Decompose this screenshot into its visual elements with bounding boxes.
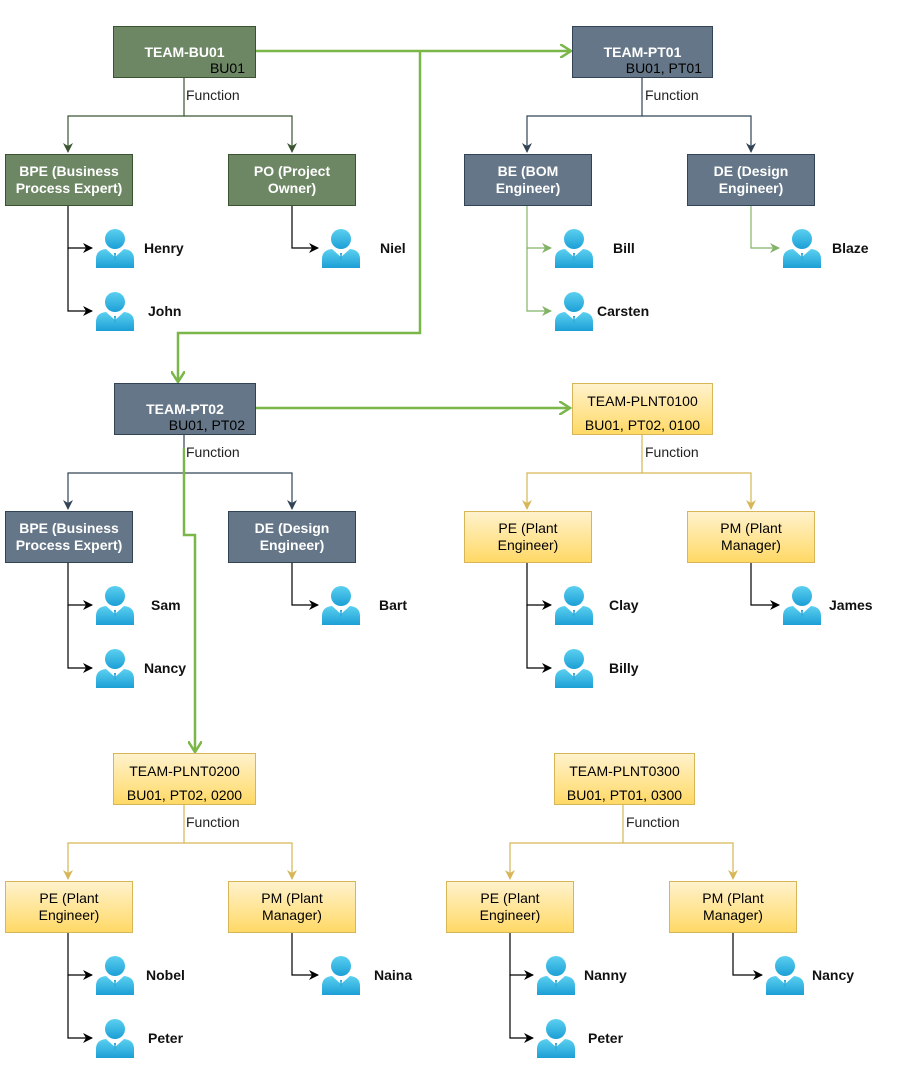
- team-subtitle: BU01, PT02: [168, 417, 245, 433]
- role-box[interactable]: PE (Plant Engineer): [446, 881, 574, 933]
- person-name: Niel: [380, 240, 406, 256]
- team-title: TEAM-PLNT0300: [569, 762, 680, 779]
- team-title: TEAM-PLNT0100: [587, 392, 698, 409]
- person-name: Carsten: [597, 303, 650, 319]
- team-subtitle: BU01, PT01, 0300: [566, 787, 683, 803]
- function-label: Function: [185, 814, 241, 830]
- person-name: Nancy: [812, 967, 855, 983]
- user-icon: [555, 229, 593, 268]
- user-icon: [96, 1019, 134, 1058]
- role-box[interactable]: PE (Plant Engineer): [464, 511, 592, 563]
- user-icon: [96, 229, 134, 268]
- role-box[interactable]: PM (Plant Manager): [687, 511, 815, 563]
- team-pt01-box[interactable]: TEAM-PT01 BU01, PT01: [572, 26, 713, 78]
- user-icon: [96, 292, 134, 331]
- team-plnt0200-box[interactable]: TEAM-PLNT0200 BU01, PT02, 0200: [113, 753, 256, 805]
- function-label: Function: [625, 814, 681, 830]
- role-box[interactable]: PM (Plant Manager): [669, 881, 797, 933]
- person-name: Nobel: [146, 967, 185, 983]
- role-box[interactable]: PO (Project Owner): [228, 154, 356, 206]
- person-name: Clay: [609, 597, 639, 613]
- user-icon: [555, 292, 593, 331]
- user-icon: [322, 956, 360, 995]
- role-box[interactable]: DE (Design Engineer): [228, 511, 356, 563]
- role-box[interactable]: BPE (Business Process Expert): [5, 154, 133, 206]
- team-bu01-box[interactable]: TEAM-BU01 BU01: [113, 26, 256, 78]
- person-name: Bart: [379, 597, 408, 613]
- person-name: Bill: [613, 240, 635, 256]
- user-icon: [96, 586, 134, 625]
- user-icon: [537, 1019, 575, 1058]
- person-name: Nancy: [144, 660, 187, 676]
- person-name: Blaze: [832, 240, 869, 256]
- user-icon: [322, 586, 360, 625]
- team-title: TEAM-PT01: [603, 43, 682, 60]
- person-name: John: [148, 303, 182, 319]
- team-plnt0300-box[interactable]: TEAM-PLNT0300 BU01, PT01, 0300: [554, 753, 695, 805]
- person-name: Sam: [151, 597, 181, 613]
- function-label: Function: [644, 87, 700, 103]
- user-icon: [537, 956, 575, 995]
- user-icon: [322, 229, 360, 268]
- user-icon: [783, 586, 821, 625]
- role-box[interactable]: PE (Plant Engineer): [5, 881, 133, 933]
- person-name: Peter: [148, 1030, 184, 1046]
- role-box[interactable]: PM (Plant Manager): [228, 881, 356, 933]
- person-name: Henry: [144, 240, 184, 256]
- function-label: Function: [644, 444, 700, 460]
- team-plnt0100-box[interactable]: TEAM-PLNT0100 BU01, PT02, 0100: [572, 383, 713, 435]
- person-name: Peter: [588, 1030, 624, 1046]
- team-subtitle: BU01, PT02, 0100: [584, 417, 701, 433]
- user-icon: [555, 586, 593, 625]
- person-name: Nanny: [584, 967, 627, 983]
- team-subtitle: BU01: [209, 60, 245, 76]
- person-name: Billy: [609, 660, 639, 676]
- team-pt02-box[interactable]: TEAM-PT02 BU01, PT02: [114, 383, 256, 435]
- user-icon: [783, 229, 821, 268]
- team-subtitle: BU01, PT02, 0200: [126, 787, 243, 803]
- role-box[interactable]: BE (BOM Engineer): [464, 154, 592, 206]
- team-title: TEAM-PLNT0200: [129, 762, 240, 779]
- role-box[interactable]: BPE (Business Process Expert): [5, 511, 133, 563]
- function-label: Function: [185, 444, 241, 460]
- user-icon: [96, 956, 134, 995]
- role-box[interactable]: DE (Design Engineer): [687, 154, 815, 206]
- user-icon: [96, 649, 134, 688]
- team-subtitle: BU01, PT01: [625, 60, 702, 76]
- person-name: James: [829, 597, 873, 613]
- user-icon: [766, 956, 804, 995]
- person-name: Naina: [374, 967, 413, 983]
- team-title: TEAM-PT02: [146, 400, 224, 417]
- team-title: TEAM-BU01: [144, 43, 225, 60]
- function-label: Function: [185, 87, 241, 103]
- user-icon: [555, 649, 593, 688]
